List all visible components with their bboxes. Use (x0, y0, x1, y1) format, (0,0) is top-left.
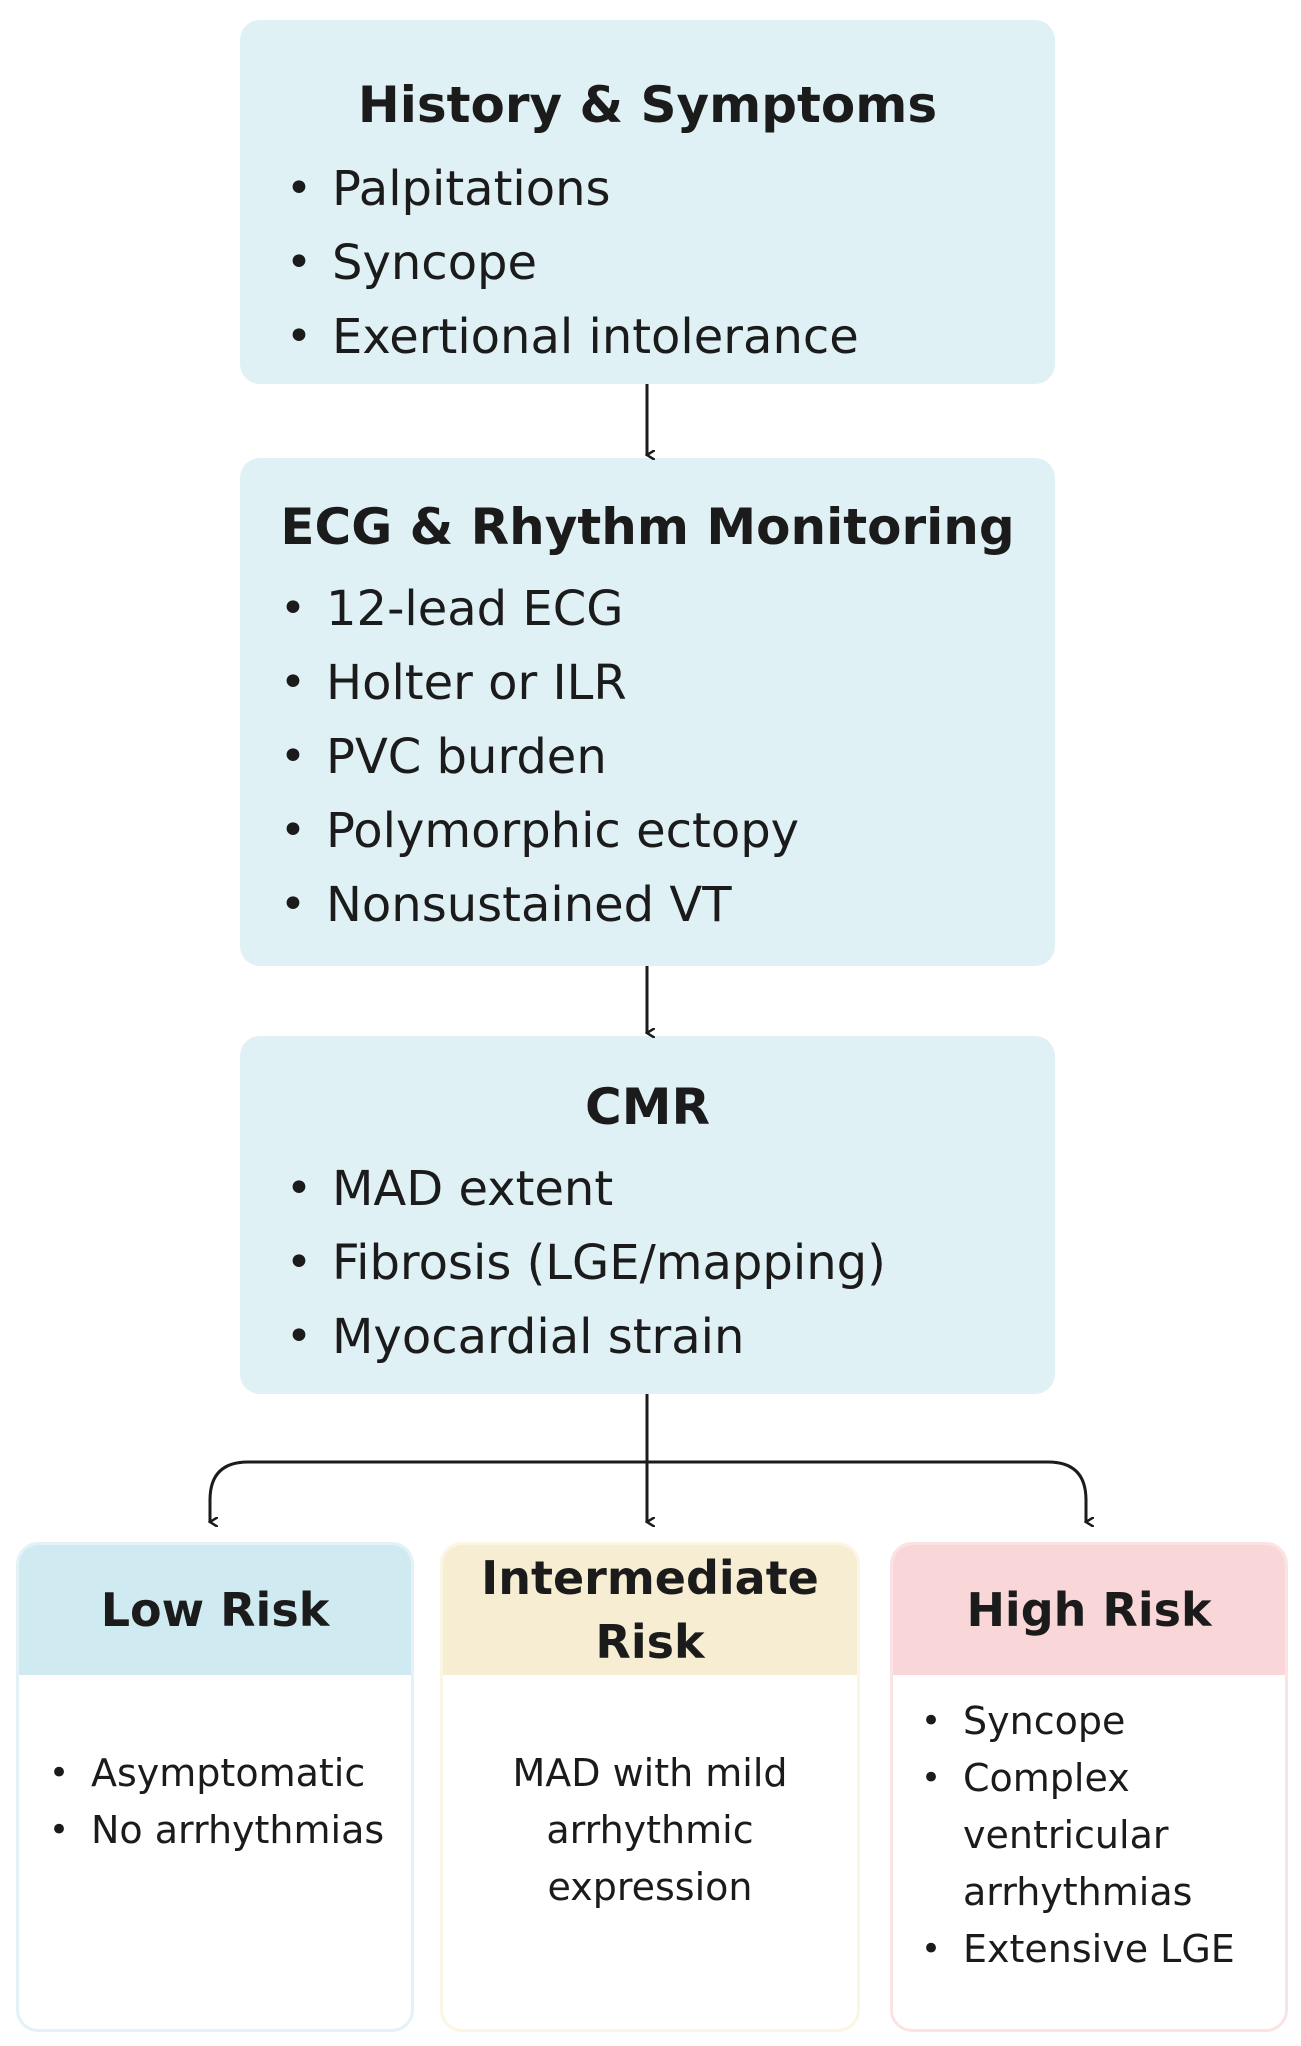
ecg-monitoring-list: 12-lead ECG Holter or ILR PVC burden Pol… (280, 572, 799, 942)
ecg-monitoring-title: ECG & Rhythm Monitoring (280, 498, 1015, 556)
ecg-monitoring-box: ECG & Rhythm Monitoring 12-lead ECG Holt… (240, 458, 1055, 966)
list-item: Nonsustained VT (280, 868, 799, 942)
list-item: Myocardial strain (286, 1300, 886, 1374)
intermediate-risk-text: MAD with mild arrhythmic expression (512, 1751, 788, 1909)
list-item: Palpitations (286, 152, 859, 226)
intermediate-risk-box: Intermediate Risk MAD with mild arrhythm… (440, 1542, 860, 2032)
list-item: Asymptomatic (49, 1745, 401, 1802)
low-risk-box: Low Risk Asymptomatic No arrhythmias (16, 1542, 414, 2032)
list-item: Syncope (921, 1693, 1275, 1750)
list-item: Extensive LGE (921, 1921, 1275, 1978)
list-item: Syncope (286, 226, 859, 300)
history-symptoms-title: History & Symptoms (357, 76, 938, 134)
list-item: Holter or ILR (280, 646, 799, 720)
list-item: 12-lead ECG (280, 572, 799, 646)
intermediate-risk-title: Intermediate Risk (443, 1545, 857, 1675)
cmr-box: CMR MAD extent Fibrosis (LGE/mapping) My… (240, 1036, 1055, 1394)
list-item: Fibrosis (LGE/mapping) (286, 1226, 886, 1300)
list-item: Complex ventricular arrhythmias (921, 1750, 1275, 1921)
history-symptoms-list: Palpitations Syncope Exertional intolera… (286, 152, 859, 374)
list-item: MAD extent (286, 1152, 886, 1226)
list-item: No arrhythmias (49, 1802, 401, 1859)
low-risk-list: Asymptomatic No arrhythmias (49, 1745, 401, 1859)
cmr-list: MAD extent Fibrosis (LGE/mapping) Myocar… (286, 1152, 886, 1374)
cmr-title: CMR (585, 1078, 710, 1136)
history-symptoms-box: History & Symptoms Palpitations Syncope … (240, 20, 1055, 384)
list-item: PVC burden (280, 720, 799, 794)
high-risk-list: Syncope Complex ventricular arrhythmias … (921, 1693, 1275, 1978)
list-item: Exertional intolerance (286, 300, 859, 374)
low-risk-title: Low Risk (19, 1545, 411, 1675)
high-risk-box: High Risk Syncope Complex ventricular ar… (890, 1542, 1288, 2032)
list-item: Polymorphic ectopy (280, 794, 799, 868)
high-risk-title: High Risk (893, 1545, 1285, 1675)
